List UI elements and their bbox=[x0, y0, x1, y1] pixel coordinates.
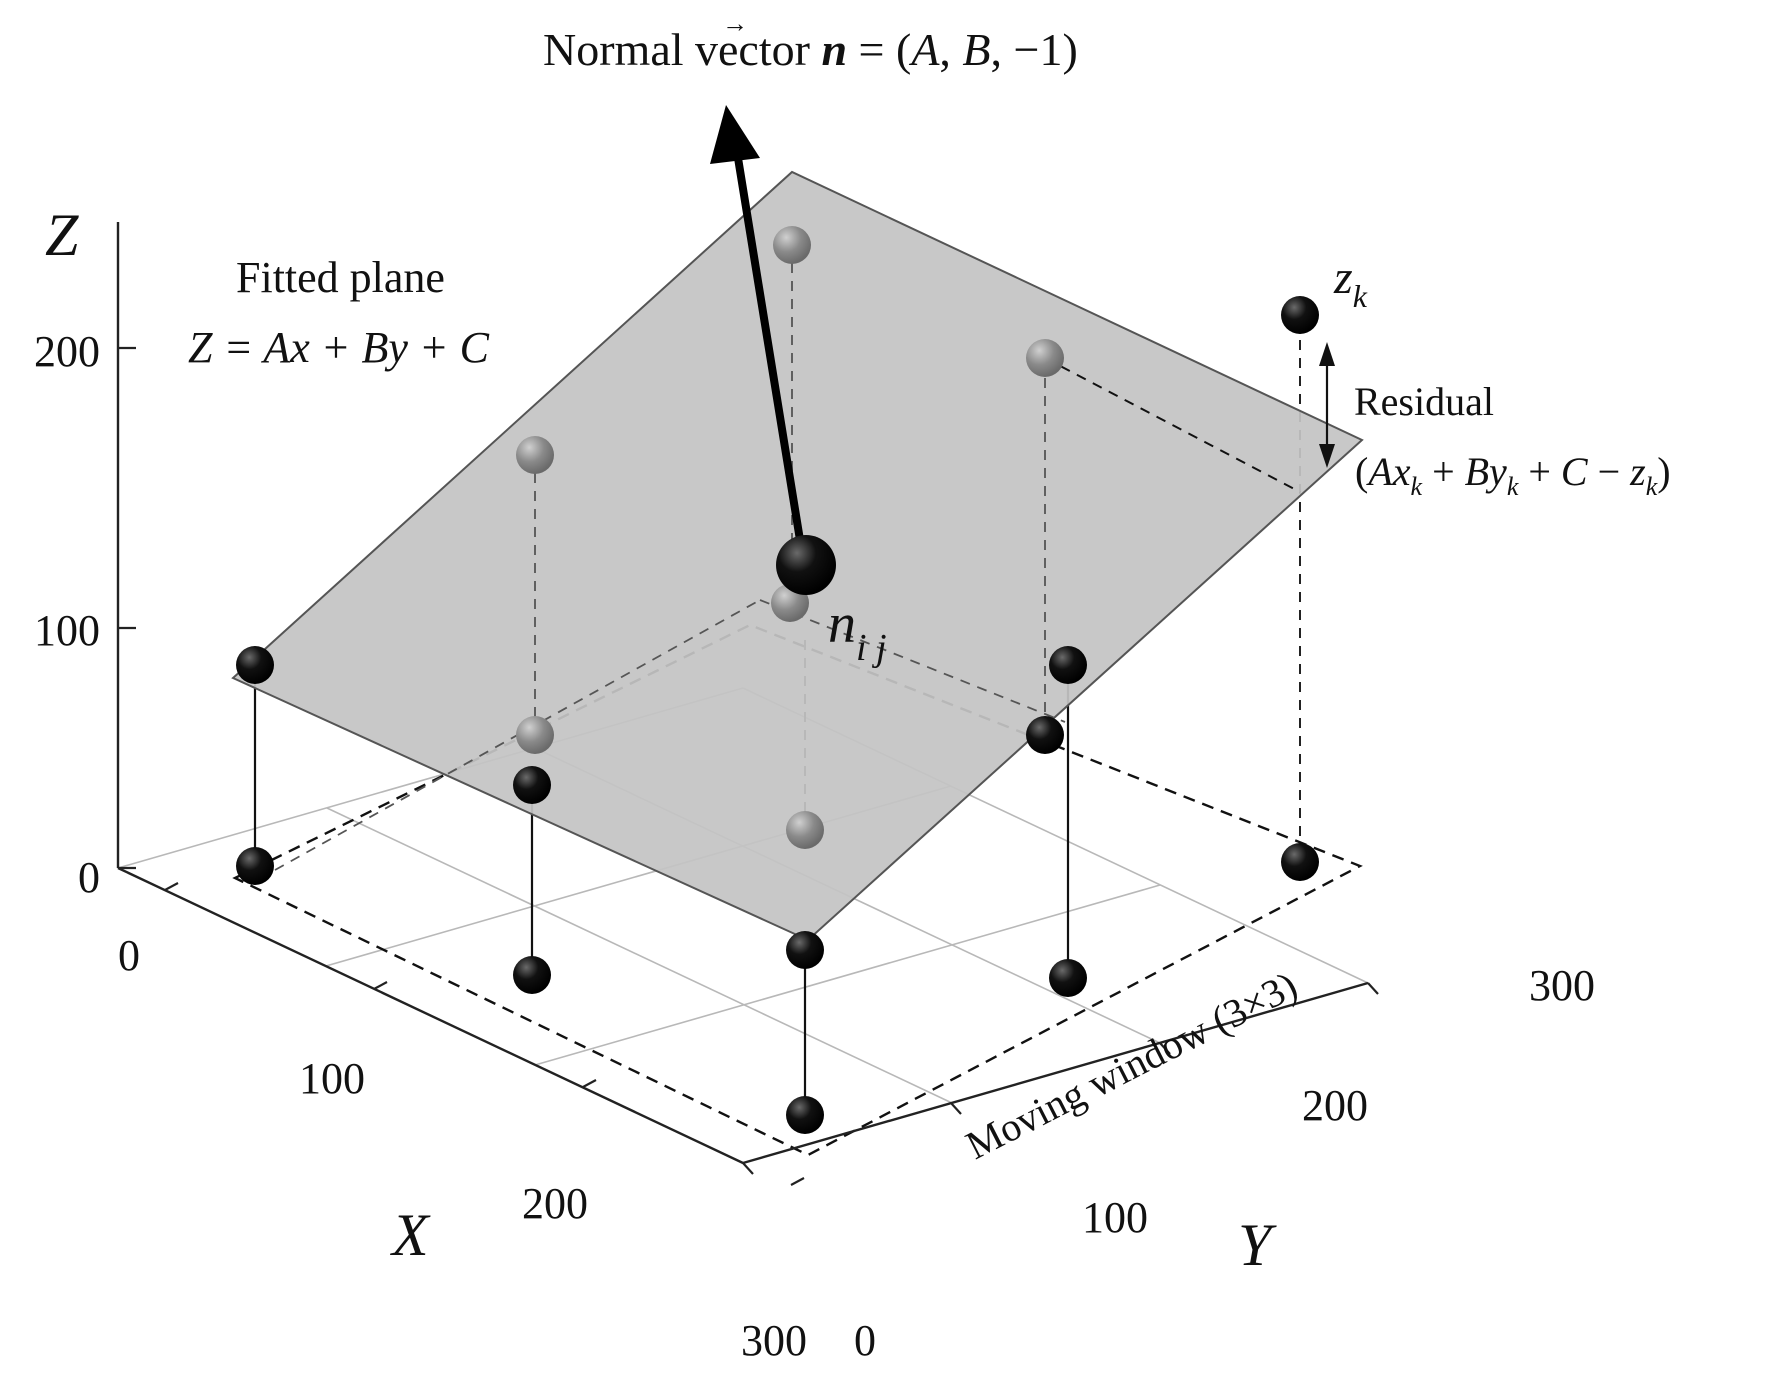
stem-lines bbox=[253, 665, 1070, 1110]
plane-equation: Z = Ax + By + C bbox=[188, 323, 490, 372]
z-axis-label: Z bbox=[45, 202, 79, 268]
x-tick-100: 100 bbox=[299, 1054, 365, 1103]
black-point-mid-base bbox=[513, 956, 551, 994]
y-axis-label: Y bbox=[1238, 1212, 1277, 1278]
data-points bbox=[236, 226, 1319, 1134]
normal-vector-arrow bbox=[710, 105, 804, 544]
gray-point-bottom bbox=[786, 811, 824, 849]
gray-point-top bbox=[773, 226, 811, 264]
fitted-plane-label: Fitted plane bbox=[236, 253, 445, 302]
x-tick-200: 200 bbox=[522, 1179, 588, 1228]
black-point-mid-top bbox=[513, 766, 551, 804]
y-tick-0: 0 bbox=[854, 1316, 876, 1365]
y-tick-200: 200 bbox=[1302, 1081, 1368, 1130]
black-point-left-base bbox=[236, 847, 274, 885]
moving-window-label: Moving window (3×3) bbox=[959, 962, 1304, 1168]
x-axis-label: X bbox=[390, 1202, 431, 1268]
black-point-left-top bbox=[236, 646, 274, 684]
black-point-front-base bbox=[786, 1096, 824, 1134]
z-tick-200: 200 bbox=[34, 327, 100, 376]
black-point-back-base bbox=[1281, 843, 1319, 881]
black-point-right-mid bbox=[1026, 716, 1064, 754]
residual-guide-dashes bbox=[1044, 357, 1301, 493]
axis-ticks bbox=[118, 346, 1379, 1186]
gray-point-left bbox=[516, 436, 554, 474]
black-point-front-top bbox=[786, 931, 824, 969]
black-point-right-top bbox=[1049, 646, 1087, 684]
normal-vector-over-arrow: → bbox=[722, 9, 748, 38]
x-tick-300: 300 bbox=[741, 1316, 807, 1365]
y-tick-100: 100 bbox=[1082, 1193, 1148, 1242]
nij-label: ni j bbox=[828, 593, 887, 669]
normal-vector-label: Normal vector n = (A, B, −1) bbox=[543, 24, 1078, 75]
z-tick-100: 100 bbox=[34, 606, 100, 655]
x-tick-0: 0 bbox=[118, 931, 140, 980]
center-point-nij bbox=[776, 535, 836, 595]
black-point-zk bbox=[1281, 296, 1319, 334]
residual-label: Residual bbox=[1354, 379, 1494, 424]
residual-arrow bbox=[1319, 342, 1335, 468]
gray-point-left-base bbox=[516, 716, 554, 754]
y-tick-300: 300 bbox=[1529, 961, 1595, 1010]
residual-expression: (Axk + Byk + C − zk) bbox=[1355, 449, 1671, 501]
gray-point-right bbox=[1026, 339, 1064, 377]
black-point-right-base bbox=[1049, 959, 1087, 997]
axes bbox=[116, 222, 1369, 1165]
z-tick-0: 0 bbox=[78, 853, 100, 902]
zk-label: zk bbox=[1333, 251, 1368, 314]
